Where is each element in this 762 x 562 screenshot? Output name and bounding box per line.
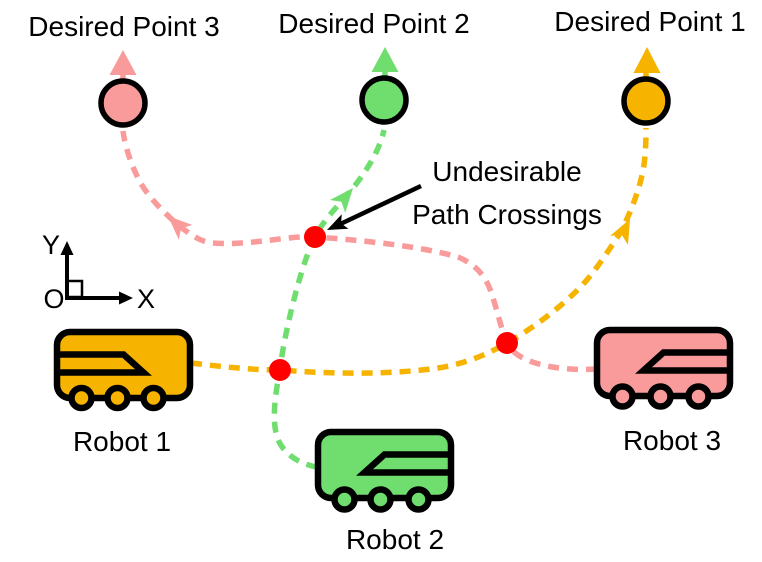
right-angle-square [65, 279, 84, 299]
origin-label: O [43, 284, 65, 314]
annotation-arrowhead [327, 214, 349, 230]
crossing-dot-1 [304, 226, 326, 248]
crossing-dot-2 [269, 359, 291, 381]
path-arrowhead-green [329, 188, 353, 213]
x-axis-label: X [136, 284, 156, 314]
goal-circle-green [359, 75, 409, 125]
robot-3-label: Robot 3 [622, 425, 722, 456]
robot-1-stripe-glyph [57, 351, 152, 376]
robot-2-label: Robot 2 [345, 524, 445, 555]
robot-1-label: Robot 1 [72, 426, 172, 457]
goal-circle-pink [98, 78, 148, 128]
robot-3-icon [593, 326, 734, 410]
x-axis-arrowhead [119, 291, 133, 305]
desired-point-2-marker [359, 47, 409, 125]
up-arrow-pink [109, 50, 137, 75]
robot-3-wheel [609, 383, 636, 410]
desired-point-3-label: Desired Point 3 [28, 11, 220, 42]
robot-1-wheel [140, 384, 167, 412]
robot-3-wheel [685, 383, 712, 410]
goal-circle-orange [621, 76, 671, 126]
desired-point-2-label: Desired Point 2 [278, 8, 470, 39]
y-axis-arrowhead [60, 241, 74, 255]
robot-2-wheel [367, 486, 394, 513]
robot-2-wheel [331, 486, 358, 513]
y-axis-label: Y [41, 230, 61, 260]
annotation-arrow [327, 183, 422, 230]
path-arrowhead-orange [610, 219, 630, 245]
undesirable-crossings-line2: Path Crossings [412, 199, 602, 230]
robot-2-stripe-glyph [356, 451, 451, 476]
desired-point-3-marker [98, 50, 148, 128]
undesirable-crossings-line1: Undesirable [432, 156, 582, 187]
path-arrowhead-pink [168, 216, 193, 240]
desired-point-1-marker [621, 47, 671, 126]
robot-3-wheel [647, 383, 674, 410]
undesirable-crossings-label: Undesirable Path Crossings [412, 150, 602, 236]
coordinate-axes [60, 241, 133, 305]
up-arrow-green [371, 47, 399, 72]
robot-2-icon [314, 428, 455, 513]
robot-2-wheel [405, 486, 432, 513]
up-arrow-orange [633, 47, 661, 73]
robot-1-wheel [68, 384, 95, 412]
path-robot2-to-point2 [271, 129, 387, 470]
annotation-arrow-line [333, 183, 422, 230]
crossing-dot-3 [496, 332, 518, 354]
robot-1-icon [53, 328, 194, 412]
desired-point-1-label: Desired Point 1 [554, 6, 746, 37]
robot-3-stripe-glyph [635, 349, 730, 374]
robot-1-wheel [104, 384, 131, 412]
